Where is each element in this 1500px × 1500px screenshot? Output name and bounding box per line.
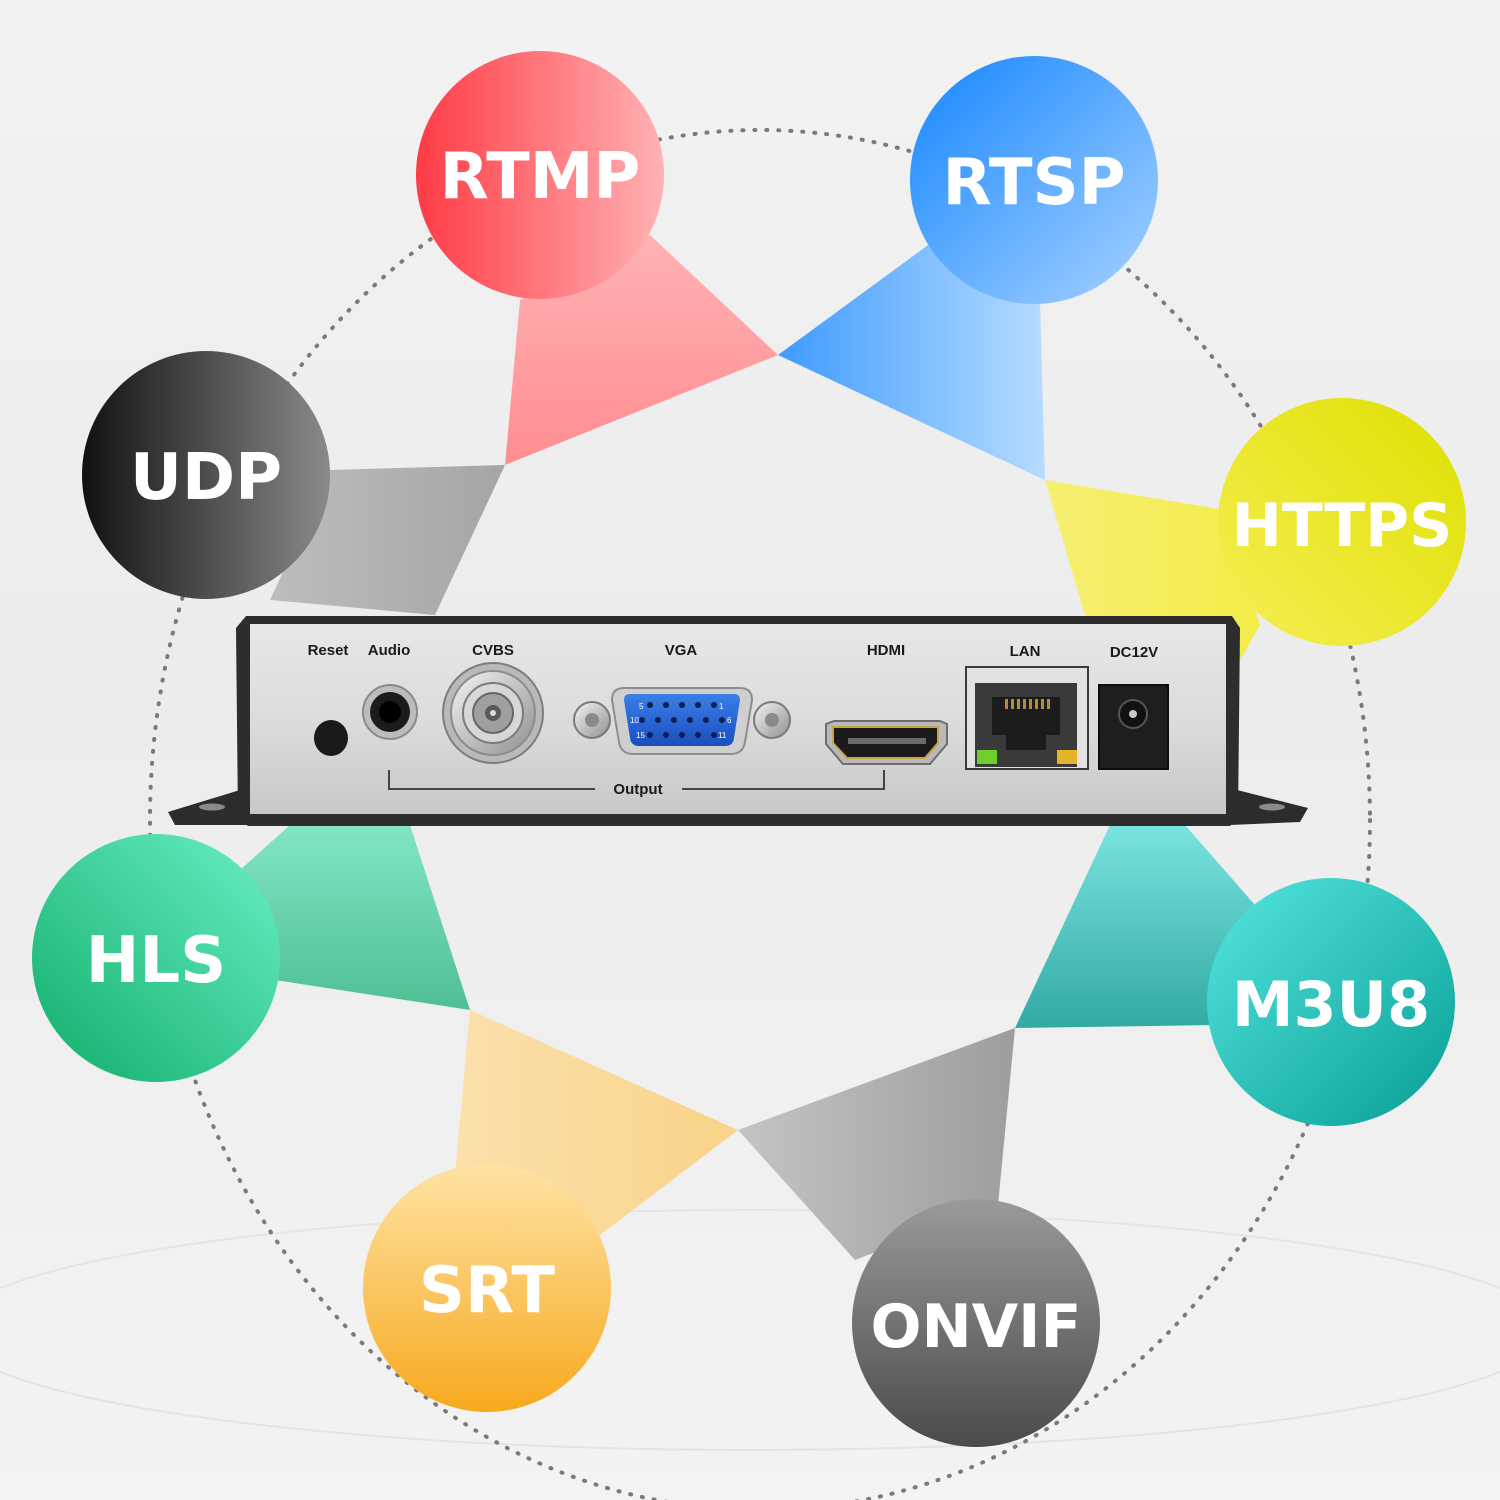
protocol-hls: HLS	[32, 834, 280, 1082]
protocol-rtsp: RTSP	[910, 56, 1158, 304]
lan-port[interactable]	[965, 666, 1089, 770]
cvbs-label: CVBS	[472, 642, 514, 659]
output-label: Output	[613, 781, 662, 798]
protocol-srt: SRT	[363, 1164, 611, 1412]
dc12v-power-jack[interactable]	[1098, 684, 1169, 770]
onvif-label: ONVIF	[871, 1292, 1082, 1362]
https-connector	[1045, 480, 1260, 660]
output-bracket: Output	[388, 770, 885, 798]
m3u8-label: M3U8	[1232, 968, 1430, 1041]
floor-arc	[0, 1209, 1500, 1451]
udp-bubble	[82, 351, 330, 599]
protocol-rtmp: RTMP	[416, 51, 664, 299]
dotted-ring	[148, 128, 1372, 1500]
vga-pin-11-label: 11	[718, 731, 727, 740]
vga-label: VGA	[665, 642, 698, 659]
vga-pins	[639, 702, 725, 738]
onvif-connector	[738, 1028, 1015, 1260]
vga-pin-5-label: 5	[639, 702, 644, 711]
vga-pin-1-label: 1	[719, 702, 724, 711]
https-bubble	[1218, 398, 1466, 646]
lan-pins	[1005, 699, 1050, 709]
hls-label: HLS	[86, 924, 226, 998]
hls-connector	[240, 825, 470, 1010]
m3u8-connector	[1015, 825, 1255, 1028]
protocol-onvif: ONVIF	[852, 1199, 1100, 1447]
rtsp-bubble	[910, 56, 1158, 304]
lan-label: LAN	[1010, 643, 1041, 660]
protocol-m3u8: M3U8	[1207, 878, 1455, 1126]
rtmp-label: RTMP	[440, 140, 641, 214]
right-screw-slot	[1259, 803, 1285, 811]
hls-bubble	[32, 834, 280, 1082]
lan-link-led	[977, 750, 997, 764]
srt-bubble	[363, 1164, 611, 1412]
srt-label: SRT	[419, 1254, 556, 1328]
vga-pin-block	[624, 694, 740, 746]
udp-label: UDP	[130, 441, 282, 515]
onvif-bubble	[852, 1199, 1100, 1447]
rtmp-bubble	[416, 51, 664, 299]
audio-label: Audio	[368, 642, 411, 659]
rtsp-label: RTSP	[942, 146, 1125, 220]
protocol-https: HTTPS	[1218, 398, 1466, 646]
audio-jack[interactable]	[362, 684, 418, 740]
rtsp-connector	[778, 240, 1045, 480]
protocol-udp: UDP	[82, 351, 330, 599]
vga-pin-6-label: 6	[727, 716, 732, 725]
https-label: HTTPS	[1232, 491, 1453, 561]
hdmi-port[interactable]	[825, 720, 948, 765]
vga-connector[interactable]: 5 1 10 6 15 11	[573, 687, 791, 755]
encoder-device: Reset Audio CVBS VGA HDMI LAN DC12V	[168, 616, 1308, 826]
hdmi-label: HDMI	[867, 642, 905, 659]
udp-connector	[270, 465, 505, 615]
left-screw-slot	[199, 803, 225, 811]
m3u8-bubble	[1207, 878, 1455, 1126]
vga-pin-10-label: 10	[630, 716, 639, 725]
vga-pin-15-label: 15	[636, 731, 645, 740]
reset-button[interactable]	[314, 720, 348, 756]
reset-label: Reset	[308, 642, 349, 659]
cvbs-bnc-connector[interactable]	[442, 662, 544, 764]
dc12v-label: DC12V	[1110, 644, 1158, 661]
lan-activity-led	[1057, 750, 1077, 764]
